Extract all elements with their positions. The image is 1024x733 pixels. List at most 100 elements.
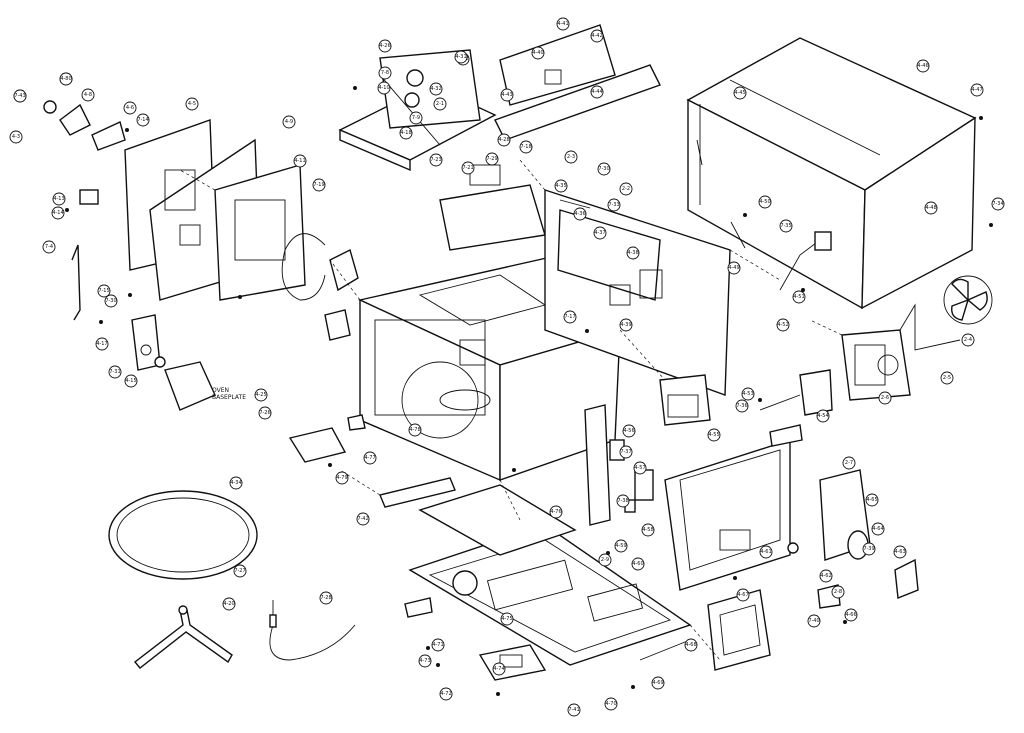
callout-bubble bbox=[363, 451, 377, 465]
callout-bubble bbox=[776, 318, 790, 332]
temperature-probe bbox=[269, 600, 356, 661]
callout-7-41: 7-41 bbox=[567, 703, 581, 717]
callout-bubble bbox=[590, 85, 604, 99]
callout-text: 4-74 bbox=[493, 666, 504, 672]
callout-text: 4-79 bbox=[336, 475, 347, 481]
callout-text: 7-43 bbox=[14, 93, 25, 99]
callout-bubble bbox=[792, 290, 806, 304]
left-small-parts bbox=[131, 314, 216, 411]
callout-2-9: 2-9 bbox=[598, 553, 612, 567]
callout-text: 7-4 bbox=[45, 244, 53, 250]
callout-bubble bbox=[549, 505, 563, 519]
turntable-ring bbox=[108, 490, 258, 580]
callout-text: 4-8 bbox=[84, 92, 92, 98]
callout-bubble bbox=[97, 284, 111, 298]
callout-bubble bbox=[9, 130, 23, 144]
callout-4-15: 4-15 bbox=[124, 374, 138, 388]
callout-text: 7-40 bbox=[808, 618, 819, 624]
callout-2-1: 2-1 bbox=[433, 97, 447, 111]
callout-7-38: 7-38 bbox=[616, 494, 630, 508]
callout-7-33: 7-33 bbox=[607, 198, 621, 212]
callout-4-74: 4-74 bbox=[492, 662, 506, 676]
callout-bubble bbox=[429, 82, 443, 96]
callout-bubble bbox=[439, 687, 453, 701]
callout-text: 4-28 bbox=[498, 137, 509, 143]
callout-text: 4-44 bbox=[591, 89, 602, 95]
callout-text: 7-18 bbox=[520, 144, 531, 150]
callout-bubble bbox=[51, 206, 65, 220]
callout-bubble bbox=[59, 72, 73, 86]
rear-panel bbox=[544, 189, 731, 396]
callout-text: 4-26 bbox=[379, 43, 390, 49]
callout-bubble bbox=[42, 240, 56, 254]
callout-text: 4-46 bbox=[917, 63, 928, 69]
callout-bubble bbox=[563, 310, 577, 324]
callout-2-2: 2-2 bbox=[619, 182, 633, 196]
callout-4-72: 4-72 bbox=[439, 687, 453, 701]
callout-bubble bbox=[431, 638, 445, 652]
callout-bubble bbox=[597, 162, 611, 176]
callout-bubble bbox=[136, 113, 150, 127]
callout-4-32: 4-32 bbox=[429, 82, 443, 96]
power-cord bbox=[730, 221, 832, 291]
callout-text: 7-33 bbox=[608, 202, 619, 208]
callout-text: 4-32 bbox=[430, 86, 441, 92]
hv-transformer bbox=[707, 589, 771, 671]
callout-text: 4-36 bbox=[574, 211, 585, 217]
callout-text: 7-26 bbox=[259, 410, 270, 416]
callout-text: 2-1 bbox=[436, 101, 444, 107]
callout-7-17: 7-17 bbox=[563, 310, 577, 324]
callout-bubble bbox=[554, 179, 568, 193]
callout-7-34: 7-34 bbox=[991, 197, 1005, 211]
callout-text: 4-49 bbox=[728, 265, 739, 271]
callout-text: 7-39 bbox=[863, 546, 874, 552]
callout-text: 7-28 bbox=[320, 595, 331, 601]
callout-bubble bbox=[492, 662, 506, 676]
callout-text: 4-10 bbox=[378, 85, 389, 91]
callout-bubble bbox=[916, 59, 930, 73]
callout-bubble bbox=[598, 553, 612, 567]
callout-4-31: 4-31 bbox=[454, 50, 468, 64]
callout-labels: 4-167-164-84-64-37-144-54-94-117-194-134… bbox=[9, 17, 1005, 717]
callout-bubble bbox=[619, 318, 633, 332]
callout-bubble bbox=[961, 333, 975, 347]
callout-text: 4-73 bbox=[419, 658, 430, 664]
callout-bubble bbox=[651, 676, 665, 690]
callout-4-60: 4-60 bbox=[631, 557, 645, 571]
callout-4-69: 4-69 bbox=[651, 676, 665, 690]
callout-text: 7-31 bbox=[109, 369, 120, 375]
callout-bubble bbox=[970, 83, 984, 97]
callout-7-26: 7-26 bbox=[258, 406, 272, 420]
callout-text: 4-14 bbox=[52, 210, 63, 216]
callout-text: 2-9 bbox=[601, 557, 609, 563]
callout-text: 4-3 bbox=[12, 134, 20, 140]
callout-4-25: 4-25 bbox=[254, 388, 268, 402]
callout-bubble bbox=[707, 428, 721, 442]
callout-bubble bbox=[293, 154, 307, 168]
roller-support bbox=[133, 605, 233, 669]
outer-cabinet bbox=[686, 37, 977, 310]
callout-text: 7-35 bbox=[780, 223, 791, 229]
callout-bubble bbox=[418, 654, 432, 668]
baseplate-note: OVEN BASEPLATE bbox=[212, 387, 246, 401]
callout-bubble bbox=[733, 86, 747, 100]
callout-bubble bbox=[614, 539, 628, 553]
callout-bubble bbox=[619, 445, 633, 459]
callout-bubble bbox=[531, 46, 545, 60]
callout-text: 4-25 bbox=[255, 392, 266, 398]
callout-bubble bbox=[991, 197, 1005, 211]
callout-text: 4-71 bbox=[432, 642, 443, 648]
callout-text: 7-23 bbox=[430, 157, 441, 163]
callout-4-11: 4-11 bbox=[293, 154, 307, 168]
callout-7-27: 7-27 bbox=[233, 564, 247, 578]
callout-4-40: 4-40 bbox=[531, 46, 545, 60]
callout-bubble bbox=[631, 557, 645, 571]
callout-bubble bbox=[758, 195, 772, 209]
callout-text: 4-47 bbox=[971, 87, 982, 93]
cavity-bottom-tray bbox=[379, 477, 577, 556]
callout-7-9: 7-9 bbox=[409, 111, 423, 125]
waveguide-cover bbox=[288, 427, 347, 463]
capacitor bbox=[759, 369, 833, 416]
callout-4-52: 4-52 bbox=[776, 318, 790, 332]
callout-bubble bbox=[312, 178, 326, 192]
